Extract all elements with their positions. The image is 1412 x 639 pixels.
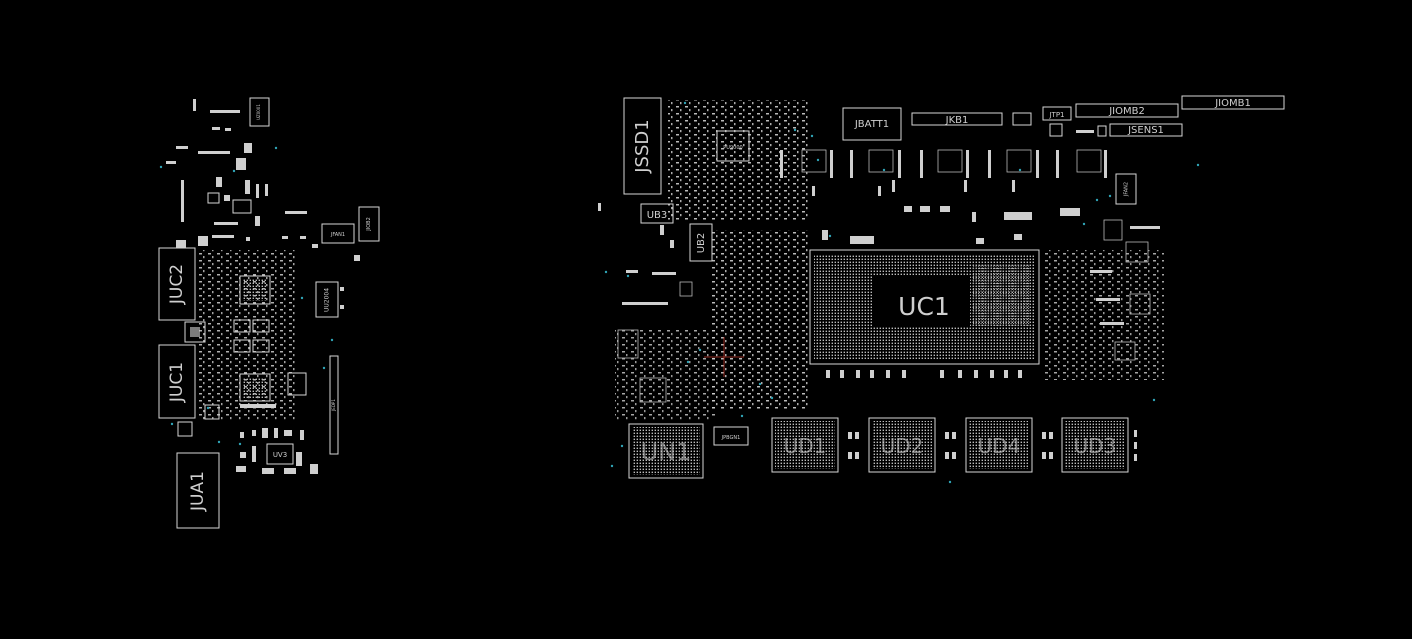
connector-jfan2: [1115, 173, 1137, 205]
connector-jpbgn1-label: JPBGN1: [721, 435, 741, 441]
connector-jiob2-label: JIOB2: [366, 217, 372, 232]
connector-jbatt1: [842, 107, 902, 141]
left-board: UZ0001 JFAN1: [158, 97, 380, 529]
connector-jkb1: [911, 112, 1003, 126]
uc1-bottom-caps: [826, 370, 1022, 378]
memory-ud2: UD2: [868, 417, 936, 473]
connector-jsens1-label: JSENS1: [1127, 125, 1164, 136]
chip-uu2004-label: UU2004: [324, 288, 331, 312]
chip-ub2-label: UB2: [696, 233, 707, 254]
connector-jtp1: [1042, 106, 1072, 121]
connector-juc2: [158, 247, 196, 321]
memory-ud1: UD1: [771, 417, 839, 473]
connector-jsens1: [1109, 123, 1183, 137]
left-bottom-components: [236, 428, 318, 474]
connector-juc2-label: JUC2: [167, 264, 187, 305]
chip-un1: [628, 423, 704, 479]
connector-jpbgn1: [713, 426, 749, 446]
connector-jkb1-label: JKB1: [945, 115, 969, 126]
connector-jfan1: [321, 223, 355, 244]
chip-uv3: [266, 443, 294, 465]
connector-jua1-label: JUA1: [188, 471, 208, 512]
right-board: JSSD1 UB3 UB2 PU9000: [598, 95, 1285, 484]
chip-ud2-label: UD2: [881, 434, 924, 458]
connector-jiomb2-label: JIOMB2: [1108, 106, 1145, 117]
chip-uc1: [809, 249, 1040, 365]
memory-ud4: UD4: [965, 417, 1033, 473]
chip-uz0001-label: UZ0001: [256, 104, 261, 120]
left-center-components: [177, 250, 307, 437]
chip-uu2004: [315, 281, 339, 318]
connector-jbatt1-label: JBATT1: [854, 119, 889, 130]
chip-pu9000-label: PU9000: [723, 145, 742, 151]
connector-jedp1-label: JEDP1: [331, 399, 336, 412]
chip-ud4-label: UD4: [978, 434, 1021, 458]
connector-jua1: [176, 452, 220, 529]
chip-ud1-label: UD1: [784, 434, 827, 458]
connector-jiomb1-label: JIOMB1: [1214, 98, 1251, 109]
connector-jssd1: [623, 97, 662, 195]
connector-jtp1-label: JTP1: [1048, 111, 1064, 119]
connector-jiomb1: [1181, 95, 1285, 110]
chip-uz0001: [249, 97, 270, 127]
connector-jfan1-label: JFAN1: [330, 232, 345, 238]
memory-ud3: UD3: [1061, 417, 1129, 473]
connector-juc1: [158, 344, 196, 419]
connector-jiob2: [358, 206, 380, 242]
connector-jfan2-label: JFAN2: [1124, 182, 1130, 197]
power-stage-row: [780, 149, 1107, 196]
right-upper-left-components: [615, 100, 810, 420]
chip-uc1-label: UC1: [898, 292, 950, 321]
connector-jedp1: [329, 355, 339, 455]
left-top-components: UZ0001: [166, 97, 307, 248]
right-vias: [604, 101, 1200, 484]
right-side-components: [1044, 219, 1164, 380]
chip-pu9000: [716, 130, 750, 162]
left-vias: [159, 146, 334, 446]
connector-jssd1-label: JSSD1: [632, 119, 653, 173]
right-middle-components: [822, 206, 1160, 244]
chip-ub3-label: UB3: [647, 210, 668, 221]
chip-un1-label: UN1: [641, 438, 692, 466]
chip-uv3-label: UV3: [273, 451, 287, 459]
chip-ud3-label: UD3: [1074, 434, 1117, 458]
crosshair-marker: [704, 337, 744, 377]
connector-juc1-label: JUC1: [167, 362, 187, 403]
memory-decoupling-caps: [848, 430, 1137, 461]
connector-jiomb2: [1075, 103, 1179, 118]
